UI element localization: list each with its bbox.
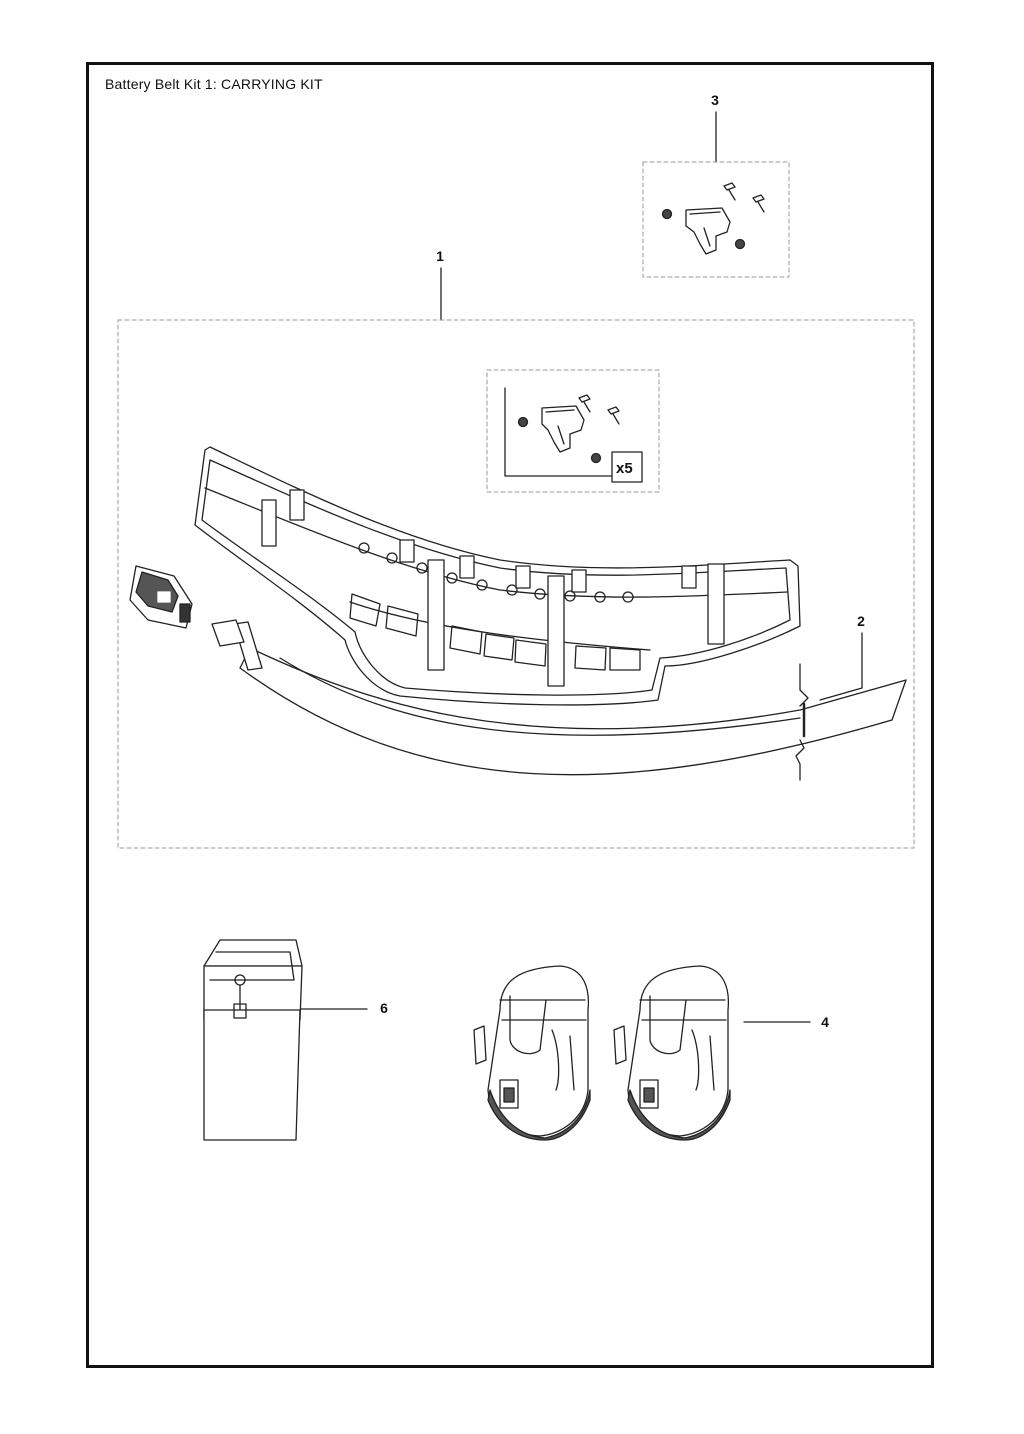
callout-1: 1 <box>436 248 444 264</box>
hardware-clip-part-3 <box>661 182 765 255</box>
holster-part-6 <box>203 939 303 1141</box>
quantity-badge: x5 <box>616 460 633 477</box>
quantity-badge-box <box>611 451 643 483</box>
group-box-hardware <box>486 369 660 493</box>
callout-2: 2 <box>857 613 865 629</box>
belt-pad-part-1 <box>194 446 801 706</box>
battery-pouch-part-4-b <box>613 965 731 1141</box>
battery-pouch-part-4-a <box>473 965 591 1141</box>
pocket-row <box>349 593 641 671</box>
group-boxes <box>117 161 915 849</box>
callout-3: 3 <box>711 92 719 108</box>
belt-buckle <box>129 565 193 629</box>
callout-4: 4 <box>821 1014 829 1030</box>
leader-lines <box>298 111 863 1023</box>
group-box-3 <box>642 161 790 278</box>
grommets <box>358 542 634 603</box>
diagram-title: Battery Belt Kit 1: CARRYING KIT <box>105 76 323 92</box>
diagram-frame <box>86 62 934 1368</box>
group-box-1 <box>117 319 915 849</box>
callout-6: 6 <box>380 1000 388 1016</box>
hardware-kit-x5 <box>504 387 643 483</box>
belt-strap-part-2 <box>211 619 907 781</box>
